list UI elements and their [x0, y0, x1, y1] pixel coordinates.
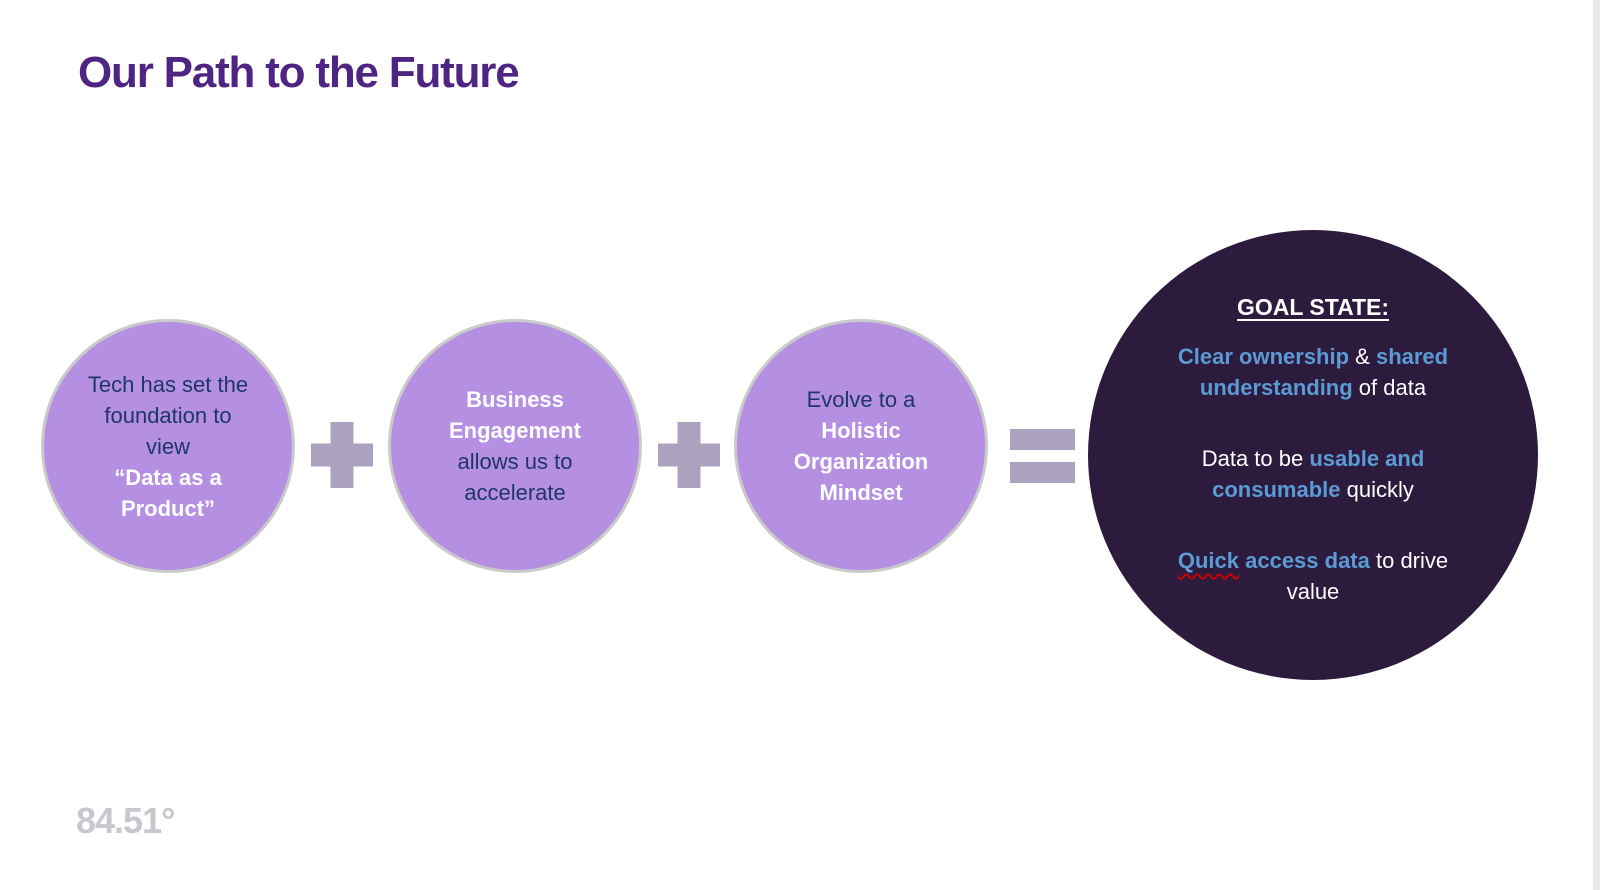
step-circle-business-engagement: Business Engagement allows us to acceler… [388, 319, 642, 573]
step-text-line: Business [466, 387, 564, 412]
goal-text-line: Quick access data to drive [1177, 548, 1449, 573]
step-text-line: Engagement [448, 418, 582, 443]
scrollbar-track[interactable] [1593, 0, 1600, 890]
equals-icon [1010, 429, 1075, 483]
step-circle-text: Evolve to a Holistic Organization Mindse… [737, 384, 985, 508]
goal-text-line: Data to be usable and [1201, 446, 1425, 471]
step-circle-text: Tech has set the foundation to view “Dat… [44, 369, 292, 524]
equals-bar [1010, 429, 1075, 450]
equals-bar [1010, 462, 1075, 483]
step-text-line: Product” [120, 495, 216, 521]
step-text-line: Holistic [821, 418, 901, 443]
step-text-line: Evolve to a [806, 387, 916, 412]
misspelled-word: Quick [1177, 548, 1239, 573]
step-circle-tech-foundation: Tech has set the foundation to view “Dat… [41, 319, 295, 573]
plus-icon [658, 422, 720, 488]
goal-heading: GOAL STATE: [1236, 294, 1390, 320]
plus-icon [311, 422, 373, 488]
goal-text-line: Clear ownership & shared [1177, 344, 1449, 369]
step-text-line: Mindset [819, 480, 903, 505]
step-text-line: foundation to [104, 402, 232, 428]
goal-paragraph-usable: Data to be usable and consumable quickly [1118, 443, 1508, 505]
step-circle-text: Business Engagement allows us to acceler… [391, 384, 639, 508]
step-text-line: Tech has set the [87, 371, 249, 397]
step-text-line: accelerate [464, 480, 566, 505]
brand-logo-8451: 84.51° [76, 800, 175, 841]
goal-text-line: understanding of data [1199, 375, 1427, 400]
goal-state-circle: GOAL STATE: Clear ownership & shared und… [1088, 230, 1538, 680]
step-text-line: “Data as a [114, 464, 222, 490]
goal-paragraph-ownership: Clear ownership & shared understanding o… [1118, 341, 1508, 403]
step-text-line: Organization [793, 449, 929, 474]
goal-text-line: consumable quickly [1212, 477, 1414, 502]
step-text-line: allows us to [457, 449, 573, 474]
step-text-line: view [145, 433, 190, 459]
goal-paragraph-quick-access: Quick access data to drive value [1118, 545, 1508, 607]
goal-state-content: GOAL STATE: Clear ownership & shared und… [1088, 230, 1538, 647]
slide-title: Our Path to the Future [78, 48, 520, 97]
goal-text-line: value [1286, 579, 1340, 604]
step-circle-holistic-mindset: Evolve to a Holistic Organization Mindse… [734, 319, 988, 573]
